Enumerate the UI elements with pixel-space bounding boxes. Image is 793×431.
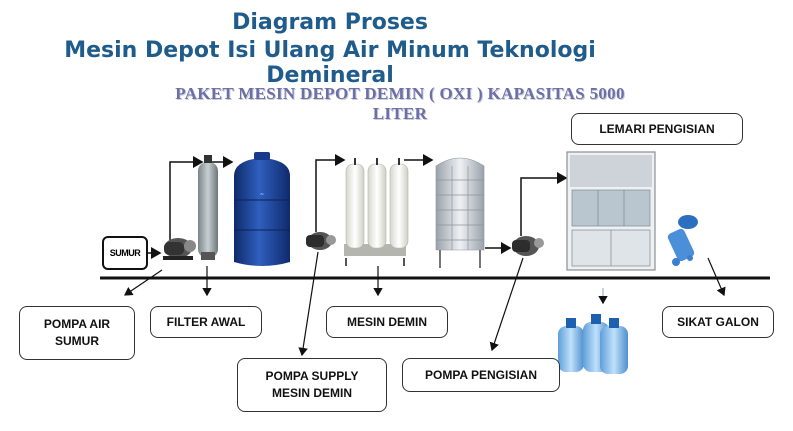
stainless-tank-icon [435,157,485,268]
sikat-galon-icon [667,215,698,266]
lemari-pengisian-icon [566,151,656,271]
storage-tank-icon: ~ [234,152,290,266]
label-pompa-pengisian: POMPA PENGISIAN [402,358,560,392]
label-pompa-air-sumur: POMPA AIR SUMUR [19,306,135,360]
pump-pengisian-icon [512,236,544,256]
mesin-demin-icon [344,158,409,266]
sumur-source-box: SUMUR [102,236,148,270]
diagram-subtitle-heading: Mesin Depot Isi Ulang Air Minum Teknolog… [64,38,596,88]
pump-sumur-icon [163,238,196,260]
label-mesin-demin: MESIN DEMIN [326,306,448,338]
leader-pompa-sumur [124,269,163,296]
water-gallons-icon [558,288,628,374]
package-caption: PAKET MESIN DEPOT DEMIN ( OXI ) KAPASITA… [175,84,625,123]
pipe-to-cabinet [520,172,568,236]
label-filter-awal: FILTER AWAL [150,306,262,338]
leader-pompa-supply [298,251,319,357]
leader-pompa-pengisian [489,257,524,352]
label-pompa-supply: POMPA SUPPLY MESIN DEMIN [237,358,387,412]
label-lemari-pengisian: LEMARI PENGISIAN [571,113,743,145]
leader-sikat [707,257,726,297]
filter-awal-icon [198,155,218,260]
diagram-title: Diagram Proses [232,10,428,35]
pump-supply-icon [306,232,336,250]
pipe-to-filter [169,156,204,240]
label-sikat-galon: SIKAT GALON [662,306,774,338]
pipe-to-demin [315,154,346,232]
svg-text:~: ~ [260,192,264,198]
